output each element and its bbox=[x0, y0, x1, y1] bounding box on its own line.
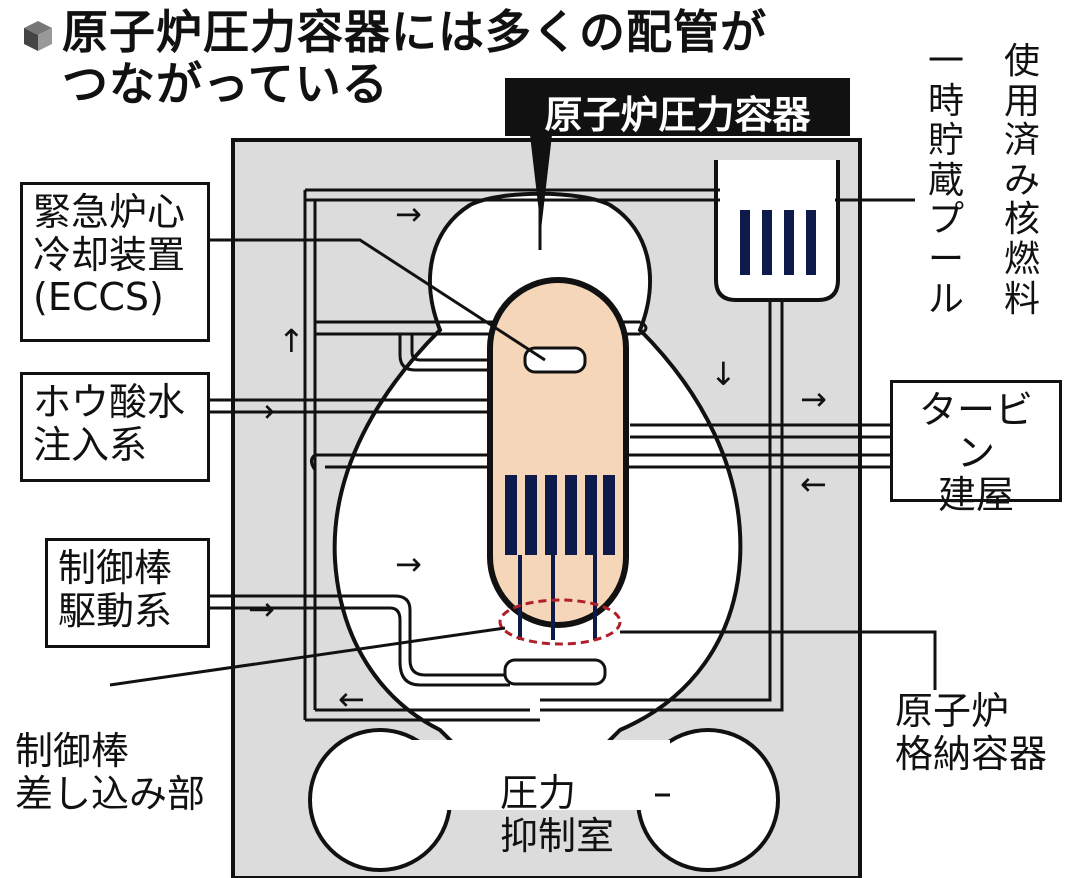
control-rods bbox=[518, 555, 597, 640]
spent-fuel-pool bbox=[714, 160, 840, 302]
title-line1: 原子炉圧力容器には多くの配管が bbox=[62, 5, 767, 59]
arrow-right: → bbox=[248, 590, 275, 628]
spent-fuel-pool-label-col1: 使用済み核燃料 bbox=[1003, 41, 1040, 320]
arrow-left: ← bbox=[338, 680, 365, 718]
suppression-mask bbox=[410, 740, 670, 810]
control-rod-insertion-label-line: 制御棒 bbox=[15, 729, 130, 773]
containment-vessel-label-line: 格納容器 bbox=[895, 731, 1048, 776]
suppression-chamber-label-line: 抑制室 bbox=[500, 813, 615, 858]
fuel-rod bbox=[545, 475, 557, 555]
fuel-rod bbox=[505, 475, 517, 555]
containment-vessel-label-line: 原子炉 bbox=[895, 689, 1010, 733]
arrow-right: → bbox=[248, 392, 275, 430]
insertion-leader bbox=[109, 626, 506, 687]
pool-fuel-rod bbox=[806, 210, 816, 275]
arrow-right: → bbox=[395, 195, 422, 233]
flow-arrows: → ↑ → → → ← ↓ → ← bbox=[248, 195, 827, 718]
arrow-up: ↑ bbox=[278, 322, 305, 360]
pressure-vessel-banner: 原子炉圧力容器 bbox=[505, 78, 850, 137]
arrow-right: → bbox=[395, 545, 422, 583]
fuel-rod bbox=[565, 475, 577, 555]
pool-fuel-rod bbox=[740, 210, 750, 275]
suppression-chamber-label-line: 圧力 bbox=[500, 771, 577, 815]
title-line2: つながっている bbox=[62, 57, 389, 111]
control-rod-insertion-label-line: 差し込み部 bbox=[15, 771, 206, 816]
control-rod-insertion-label: 制御棒 差し込み部 bbox=[15, 730, 205, 815]
arrow-down: ↓ bbox=[710, 355, 737, 393]
turbine-building-label-line: 建屋 bbox=[937, 473, 1014, 518]
banner-pointer bbox=[530, 135, 552, 230]
boric-water-label-box: ホウ酸水 注入系 bbox=[20, 372, 210, 482]
control-rod-drive-label-box: 制御棒 駆動系 bbox=[45, 538, 210, 648]
eccs-label-box: 緊急炉心 冷却装置 (ECCS) bbox=[20, 182, 210, 342]
eccs-label-line: (ECCS) bbox=[33, 275, 164, 320]
pressure-vessel bbox=[487, 277, 629, 628]
boric-water-label-line: ホウ酸水 bbox=[33, 380, 186, 424]
eccs-sparger bbox=[523, 346, 587, 374]
pool-fuel-rod bbox=[762, 210, 772, 275]
suppression-chamber-label: 圧力 抑制室 bbox=[500, 772, 614, 857]
fuel-rod bbox=[525, 475, 537, 555]
fuel-rod bbox=[603, 475, 615, 555]
turbine-building-label-line: タービン bbox=[918, 388, 1033, 475]
arrow-left: ← bbox=[800, 465, 827, 503]
boric-water-label-line: 注入系 bbox=[33, 422, 148, 467]
insertion-highlight bbox=[498, 598, 622, 646]
spent-fuel-pool-label-col2: 一時貯蔵プール bbox=[927, 41, 964, 320]
piping-group bbox=[208, 188, 937, 722]
control-rod-drive-label-line: 制御棒 bbox=[58, 546, 173, 590]
cube-icon bbox=[24, 21, 52, 51]
eccs-leader bbox=[208, 238, 546, 362]
control-rod-header bbox=[503, 658, 607, 686]
control-rod-drive-label-line: 駆動系 bbox=[58, 588, 173, 633]
fuel-rod bbox=[585, 475, 597, 555]
eccs-label-line: 緊急炉心 bbox=[33, 190, 186, 234]
vessel-fuel-rods bbox=[505, 475, 615, 555]
containment-vessel-label: 原子炉 格納容器 bbox=[895, 690, 1047, 775]
pool-fuel-rod bbox=[784, 210, 794, 275]
turbine-building-label-box: タービン 建屋 bbox=[890, 380, 1062, 516]
arrow-right: → bbox=[800, 380, 827, 418]
eccs-label-line: 冷却装置 bbox=[33, 232, 186, 277]
